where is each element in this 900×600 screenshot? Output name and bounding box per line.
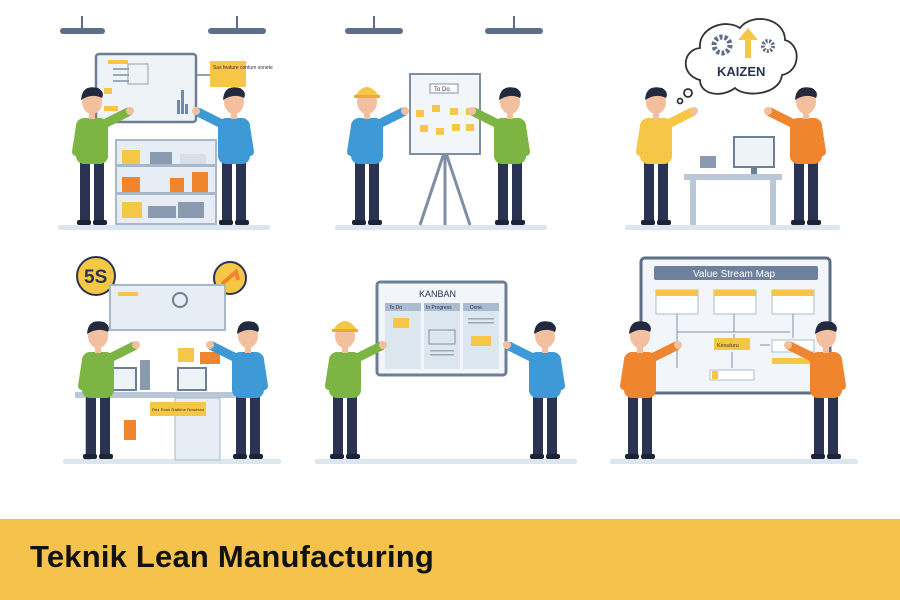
person <box>636 87 698 225</box>
person <box>72 87 134 225</box>
panel-kaizen: KAIZEN <box>676 18 798 225</box>
person <box>784 321 846 459</box>
kanban-title: KANBAN <box>419 289 456 299</box>
kanban-column-todo: To Do <box>389 305 402 311</box>
floors <box>58 225 858 464</box>
lean-illustration: Sas feature contum sonete To Do KAIZEN 5… <box>58 16 858 464</box>
gear-icon <box>761 39 775 53</box>
arrow-up-icon <box>738 28 758 58</box>
person <box>468 87 530 225</box>
5s-badge <box>76 256 116 296</box>
people <box>72 87 846 459</box>
5s-badge-text: 5S <box>84 267 107 288</box>
person <box>764 87 826 225</box>
panel-5s: 5S Rez Rosk Rattime Rowerau <box>75 256 247 461</box>
sticky-note <box>210 61 246 87</box>
monitor <box>733 136 775 168</box>
kaizen-label: KAIZEN <box>717 64 765 79</box>
kanban-column-in-progress: In Progress <box>426 305 452 311</box>
person <box>325 321 387 459</box>
flip-chart-title: To Do <box>434 87 450 93</box>
title-banner: Teknik Lean Manufacturing <box>0 519 900 600</box>
banner-title: Teknik Lean Manufacturing <box>30 539 435 574</box>
vsm-center-process: Kesuluru <box>717 343 739 349</box>
panel-kanban: KANBAN To Do In Progress Done <box>375 280 508 377</box>
panel-visual-management: Sas feature contum sonete <box>94 52 273 225</box>
person <box>192 87 254 225</box>
workbench <box>75 392 235 398</box>
5s-board <box>109 284 226 331</box>
person <box>503 321 565 459</box>
kanban-column-done: Done <box>470 305 482 311</box>
desk <box>684 174 782 180</box>
vsm-title: Value Stream Map <box>693 269 776 280</box>
label-tag <box>150 402 206 416</box>
panel-value-stream-map: Value Stream Map Kesuluru <box>639 256 832 395</box>
label-tag-text: Rez Rosk Rattime Rowerau <box>152 407 204 412</box>
person <box>347 87 409 225</box>
person <box>206 321 268 459</box>
person <box>78 321 140 459</box>
thought-cloud <box>676 18 798 105</box>
sticky-note-text: Sas feature contum sonete <box>213 65 273 71</box>
person <box>620 321 682 459</box>
gear-icon <box>711 34 733 56</box>
ceiling-lamps <box>60 16 543 34</box>
panel-flip-chart: To Do <box>409 73 481 226</box>
